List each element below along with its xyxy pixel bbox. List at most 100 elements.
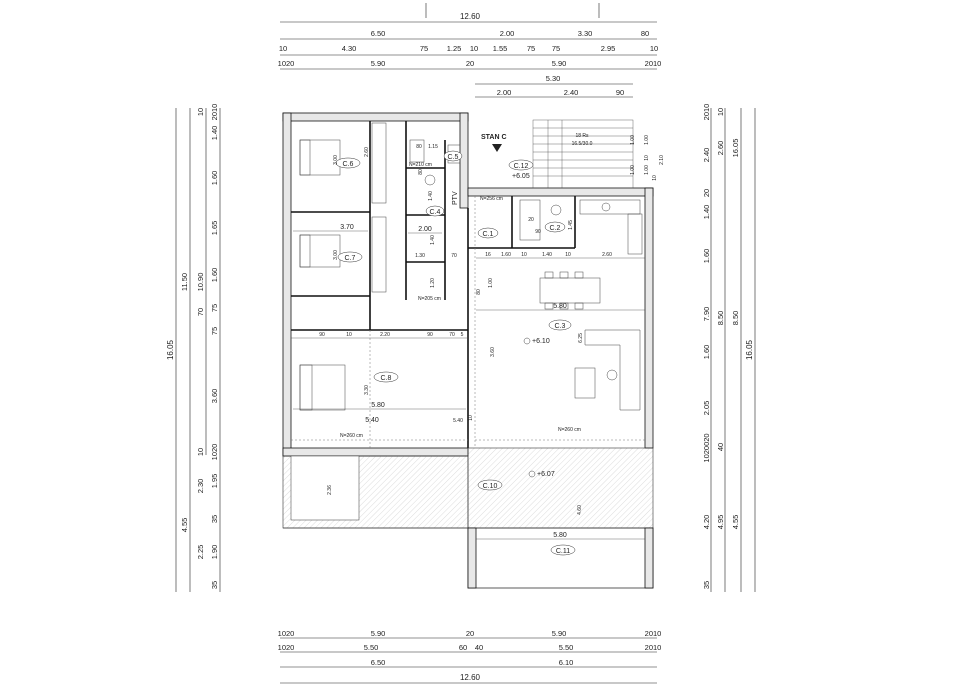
top-dim: 1.25 [447, 44, 462, 53]
bottom-dim: 5.90 [371, 629, 386, 638]
top-dim: 75 [420, 44, 428, 53]
int-dim: 1.30 [415, 253, 425, 259]
int-dim: 5.80 [371, 402, 385, 409]
stair-risers: 18 Rs [575, 133, 589, 139]
side-dim: 10 [652, 175, 658, 181]
left-dim: 1.65 [210, 221, 219, 236]
int-dim: 16 [485, 252, 491, 258]
right-dim: 2010 [702, 104, 711, 121]
bottom-dim: 60 [459, 643, 467, 652]
bottom-dim: 40 [475, 643, 483, 652]
level-marker-icon [528, 470, 536, 478]
top-dim: 2.95 [601, 44, 616, 53]
top-dim: 4.30 [342, 44, 357, 53]
right-dim: 4.55 [731, 515, 740, 530]
room-label-c1: C.1 [483, 231, 494, 238]
int-dim: 1.15 [428, 144, 438, 150]
int-dim: 2.20 [380, 332, 390, 338]
int-dim: 3.60 [490, 347, 496, 357]
stair-treads [533, 120, 633, 188]
height-note: N=205 cm [418, 296, 441, 302]
bottom-dim: 1020 [278, 643, 295, 652]
int-dim: 70 [449, 332, 455, 338]
top-dim: 1.55 [493, 44, 508, 53]
side-dim: 2.10 [659, 155, 665, 165]
bottom-dim: 6.10 [559, 658, 574, 667]
int-dim: 1.20 [430, 278, 436, 288]
right-dim: 1.60 [702, 345, 711, 360]
room-label-c6: C.6 [343, 161, 354, 168]
bottom-dim-total: 12.60 [460, 673, 481, 682]
right-dim: 4.95 [716, 515, 725, 530]
arrow-down-icon [492, 144, 502, 152]
bottom-dim: 5.50 [559, 643, 574, 652]
left-dim: 1.40 [210, 126, 219, 141]
left-dim: 1.95 [210, 474, 219, 489]
top-dim: 3.30 [578, 29, 593, 38]
room-label-c8: C.8 [381, 375, 392, 382]
level-mark: +6.07 [537, 471, 555, 478]
side-dim: 1.00 [644, 165, 650, 175]
side-dim: 1.00 [644, 135, 650, 145]
bottom-dim: 2010 [645, 643, 662, 652]
int-dim: 80 [416, 144, 422, 150]
furniture [299, 122, 643, 411]
int-dim: 1.60 [501, 252, 511, 258]
left-dim: 75 [210, 327, 219, 335]
left-dim: 1020 [210, 444, 219, 461]
right-dim: 1020020 [702, 433, 711, 462]
room-labels: C.6 C.7 C.8 C.5 C.4 C.1 C.2 C.3 C.10 C.1… [335, 150, 576, 556]
top-dim: 2.00 [497, 88, 512, 97]
int-dim: 2.60 [364, 147, 370, 157]
height-note: N=210 cm [409, 162, 432, 168]
left-dim: 4.55 [180, 518, 189, 533]
int-dim: 1.00 [488, 278, 494, 288]
top-dim: 20 [466, 59, 474, 68]
right-dim: 10 [716, 108, 725, 116]
top-dim-total: 12.60 [460, 12, 481, 21]
bottom-dim: 2010 [645, 629, 662, 638]
int-dim: 90 [319, 332, 325, 338]
left-dim: 1.60 [210, 171, 219, 186]
top-dim: 90 [616, 88, 624, 97]
top-dimension-chains: 12.60 6.50 2.00 3.30 80 10 4.30 75 1.25 … [278, 3, 661, 98]
interior-dimensions: 2.60 3.00 3.70 3.00 80 1.15 80 1.40 2.00… [291, 135, 645, 540]
right-dim: 7.90 [702, 307, 711, 322]
int-dim: 2.36 [327, 485, 333, 495]
top-dim: 5.90 [552, 59, 567, 68]
top-dim: 5.30 [546, 74, 561, 83]
left-dim: 75 [210, 304, 219, 312]
top-dim: 10 [279, 44, 287, 53]
left-dim: 2010 [210, 104, 219, 121]
height-note: N=256 cm [480, 196, 503, 202]
left-dim: 11.50 [180, 273, 189, 291]
level-mark: +6.10 [532, 338, 550, 345]
int-dim: 70 [451, 253, 457, 259]
int-dim: 1.40 [430, 235, 436, 245]
top-dim: 2.00 [500, 29, 515, 38]
left-dim: 10 [196, 448, 205, 456]
top-dim: 10 [650, 44, 658, 53]
right-dim: 1.40 [702, 205, 711, 220]
int-dim: 2.60 [602, 252, 612, 258]
bottom-dim: 5.50 [364, 643, 379, 652]
right-dim-total: 16.05 [745, 339, 754, 360]
side-dim: 10 [644, 155, 650, 161]
right-dim: 40 [716, 443, 725, 451]
top-dim: 5.90 [371, 59, 386, 68]
int-dim: 1.00 [630, 135, 636, 145]
int-dim: 10 [521, 252, 527, 258]
left-dimension-chains: 16.05 11.50 4.55 10.90 10 2010 1.40 1.60… [166, 104, 221, 592]
right-dim: 8.50 [731, 311, 740, 326]
annotations: STAN C 18 Rs 16.5/30.0 +6.05 +6.10 +6.07… [340, 133, 593, 478]
top-dim: 75 [552, 44, 560, 53]
right-dim: 1.60 [702, 249, 711, 264]
int-dim: 90 [427, 332, 433, 338]
right-dim: 2.05 [702, 401, 711, 416]
bottom-dim: 20 [466, 629, 474, 638]
left-dim: 1.90 [210, 545, 219, 560]
room-label-c10: C.10 [483, 483, 498, 490]
int-dim: 5.40 [365, 417, 379, 424]
bottom-dim: 1020 [278, 629, 295, 638]
